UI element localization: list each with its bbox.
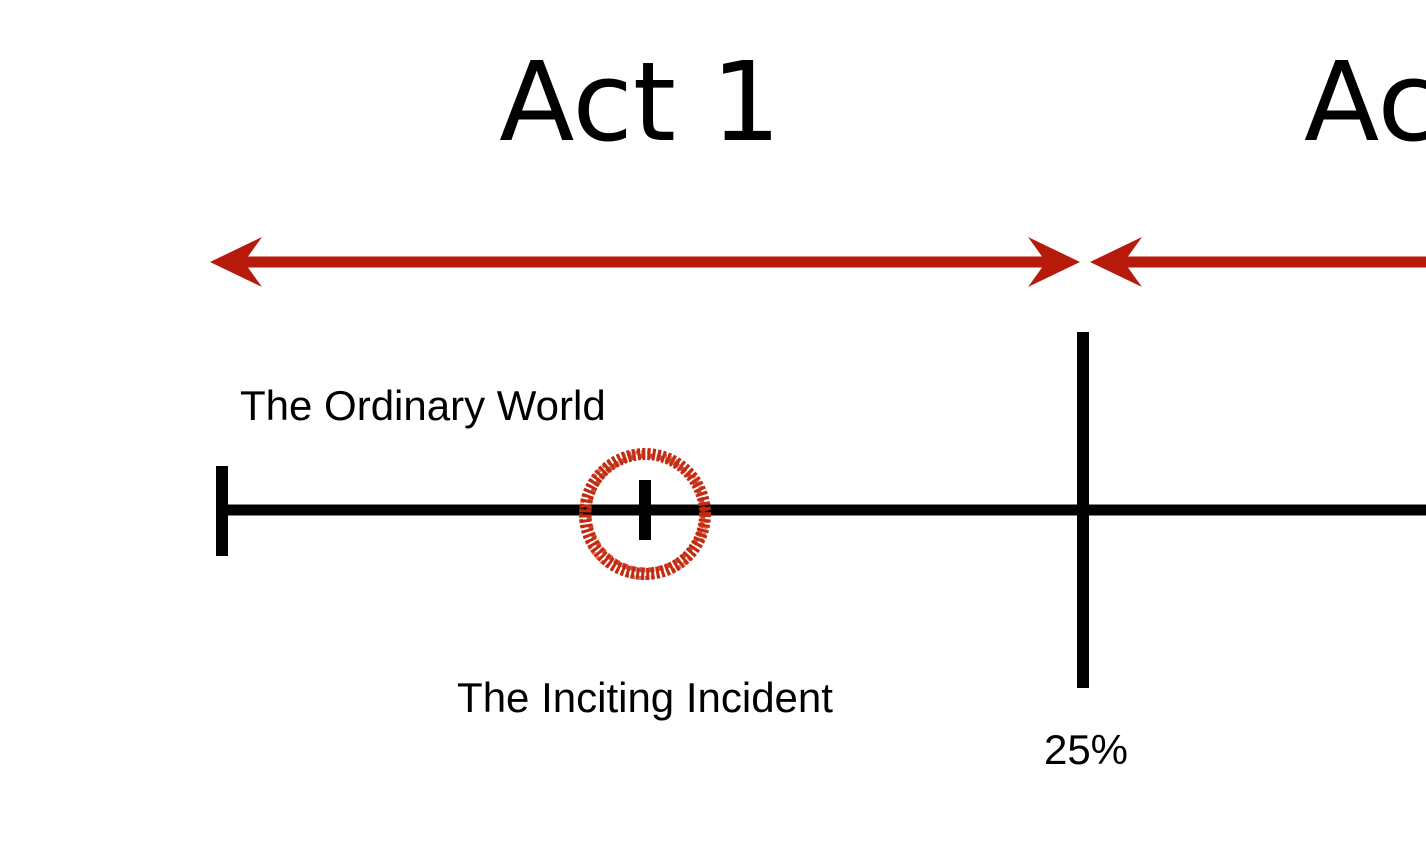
- act-2-span-arrow: [1090, 237, 1426, 287]
- act-2-title: Act 2: [1304, 38, 1426, 166]
- act-1-span-arrow: [210, 237, 1080, 287]
- act-1-title: Act 1: [499, 38, 781, 166]
- act-2-arrow-head-left: [1090, 237, 1142, 287]
- ordinary-world-label: The Ordinary World: [240, 382, 606, 429]
- act-1-arrow-head-right: [1028, 237, 1080, 287]
- inciting-incident-label: The Inciting Incident: [457, 674, 833, 721]
- act-break-percent-label: 25%: [1044, 726, 1128, 773]
- inciting-incident-highlight-circle: [579, 448, 711, 580]
- act-1-arrow-head-left: [210, 237, 262, 287]
